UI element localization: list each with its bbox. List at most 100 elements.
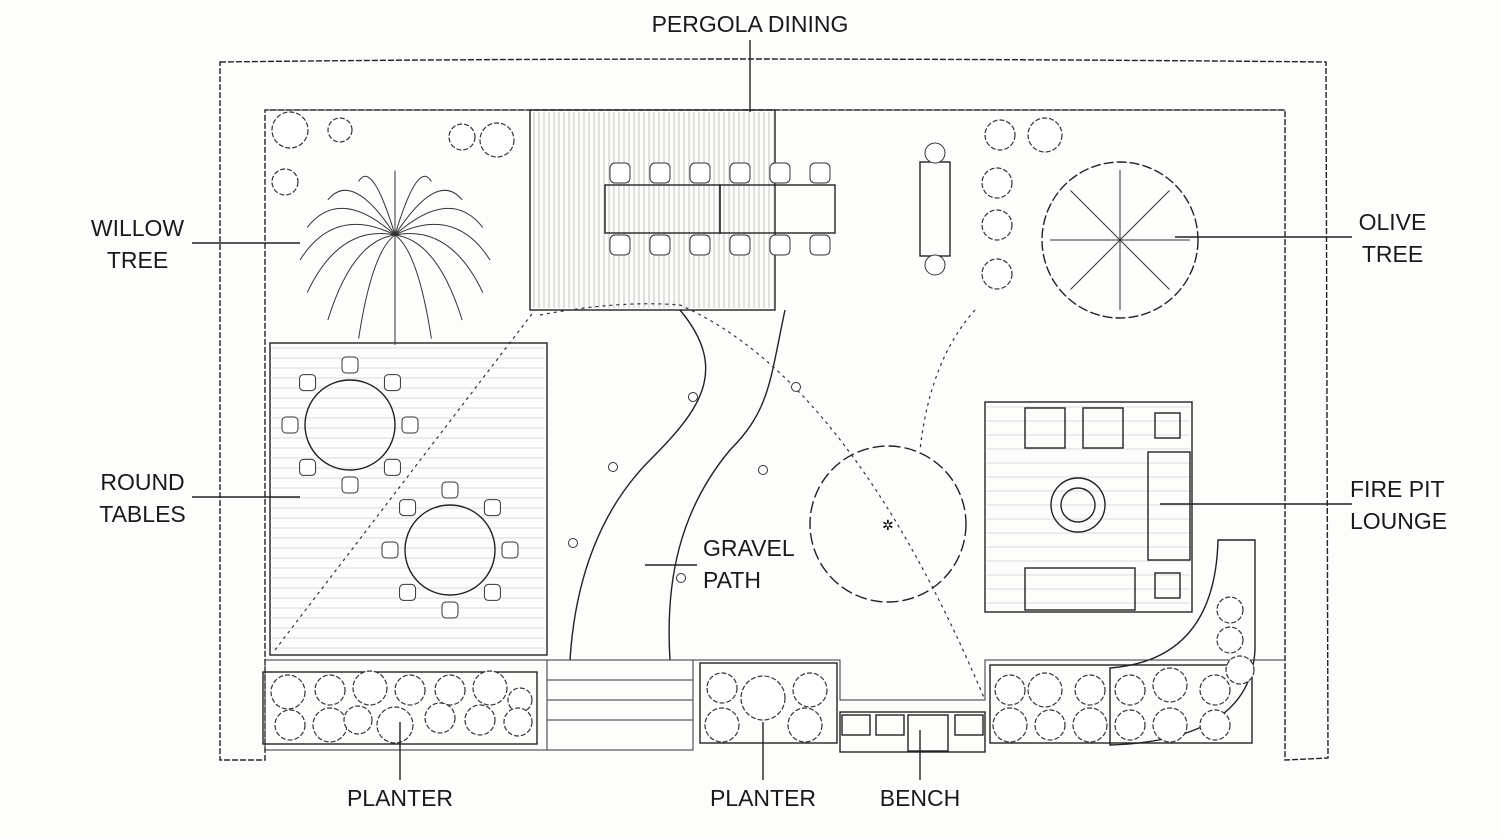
label-pergola-dining: PERGOLA DINING <box>651 11 849 37</box>
chair <box>924 254 946 276</box>
olive-branch <box>1070 239 1121 290</box>
olive-branch <box>1070 190 1121 241</box>
willow-branch <box>394 234 463 321</box>
shrub <box>343 705 373 735</box>
chair <box>769 162 791 184</box>
shrub <box>1034 709 1066 741</box>
willow-branch <box>327 190 396 236</box>
stepping-stone <box>758 465 768 475</box>
shrub <box>464 704 496 736</box>
label-gravel-path: GRAVEL PATH <box>703 532 795 596</box>
shrub <box>992 707 1028 743</box>
dining-table <box>719 184 836 234</box>
shrub <box>1027 117 1063 153</box>
label-line: TREE <box>1361 241 1424 267</box>
chair <box>399 499 417 517</box>
shrub <box>1199 674 1231 706</box>
olive-branch <box>1119 190 1170 241</box>
chair <box>483 499 501 517</box>
shrub <box>434 674 466 706</box>
shrub <box>787 707 823 743</box>
label-line: GRAVEL <box>703 535 795 561</box>
shrub <box>271 168 299 196</box>
willow-branch <box>358 175 396 236</box>
side-table <box>919 161 951 257</box>
shrub <box>1072 707 1108 743</box>
planter-middle <box>693 659 1285 744</box>
chair <box>501 541 519 559</box>
pergola <box>529 109 951 311</box>
chair <box>809 162 831 184</box>
shrub <box>706 672 738 704</box>
steps <box>546 659 694 751</box>
planter-right <box>989 664 1253 744</box>
chair <box>383 458 401 476</box>
willow-branch <box>358 234 396 339</box>
stepping-stone <box>568 538 578 548</box>
shrub <box>503 707 533 737</box>
shrub <box>1216 626 1244 654</box>
chair <box>401 416 419 434</box>
shrub <box>1216 596 1244 624</box>
shrub <box>479 122 515 158</box>
chair <box>689 162 711 184</box>
label-bench: BENCH <box>879 785 961 811</box>
label-line: WILLOW <box>90 215 185 241</box>
chair <box>441 481 459 499</box>
label-line: TREE <box>106 247 169 273</box>
shrub <box>984 119 1016 151</box>
chair <box>299 374 317 392</box>
willow-branch <box>394 234 432 339</box>
leader-lines <box>192 40 1352 780</box>
shrub <box>1074 674 1106 706</box>
label-line: TABLES <box>99 501 186 527</box>
shrub <box>981 209 1013 241</box>
chair <box>769 234 791 256</box>
shrub <box>472 670 508 706</box>
label-line: FIRE PIT <box>1350 476 1445 502</box>
chair <box>649 162 671 184</box>
shrub <box>352 670 388 706</box>
willow-branch <box>394 233 484 293</box>
shrub <box>1114 674 1146 706</box>
round-table <box>404 504 496 596</box>
bench-seating <box>839 711 986 753</box>
shrub <box>1152 707 1188 743</box>
olive-tree <box>1041 161 1199 319</box>
shrub <box>981 167 1013 199</box>
shrub <box>271 111 309 149</box>
dining-table <box>604 184 721 234</box>
label-line: PATH <box>703 567 761 593</box>
willow-branch <box>394 207 484 236</box>
stepping-stone <box>608 462 618 472</box>
chair <box>441 601 459 619</box>
chair <box>399 583 417 601</box>
round-table <box>304 379 396 471</box>
shrub <box>1199 709 1231 741</box>
stepping-stone <box>791 382 801 392</box>
shrub <box>376 706 414 744</box>
chair <box>381 541 399 559</box>
round-table-chairs <box>281 356 519 619</box>
chair <box>729 162 751 184</box>
gravel-path <box>539 303 986 701</box>
shrub <box>394 674 426 706</box>
chair <box>689 234 711 256</box>
chair <box>483 583 501 601</box>
chair <box>383 374 401 392</box>
willow-branch <box>306 207 396 236</box>
label-planter-middle: PLANTER <box>709 785 817 811</box>
shrub <box>312 707 348 743</box>
shrub <box>314 674 346 706</box>
willow-branch <box>327 234 396 321</box>
shrub <box>740 675 786 721</box>
olive-branch <box>1119 239 1170 290</box>
willow-branch <box>306 233 396 293</box>
shrub <box>1152 667 1188 703</box>
chair <box>729 234 751 256</box>
label-line: OLIVE <box>1358 209 1427 235</box>
shrub <box>327 117 353 143</box>
stepping-stone <box>688 392 698 402</box>
